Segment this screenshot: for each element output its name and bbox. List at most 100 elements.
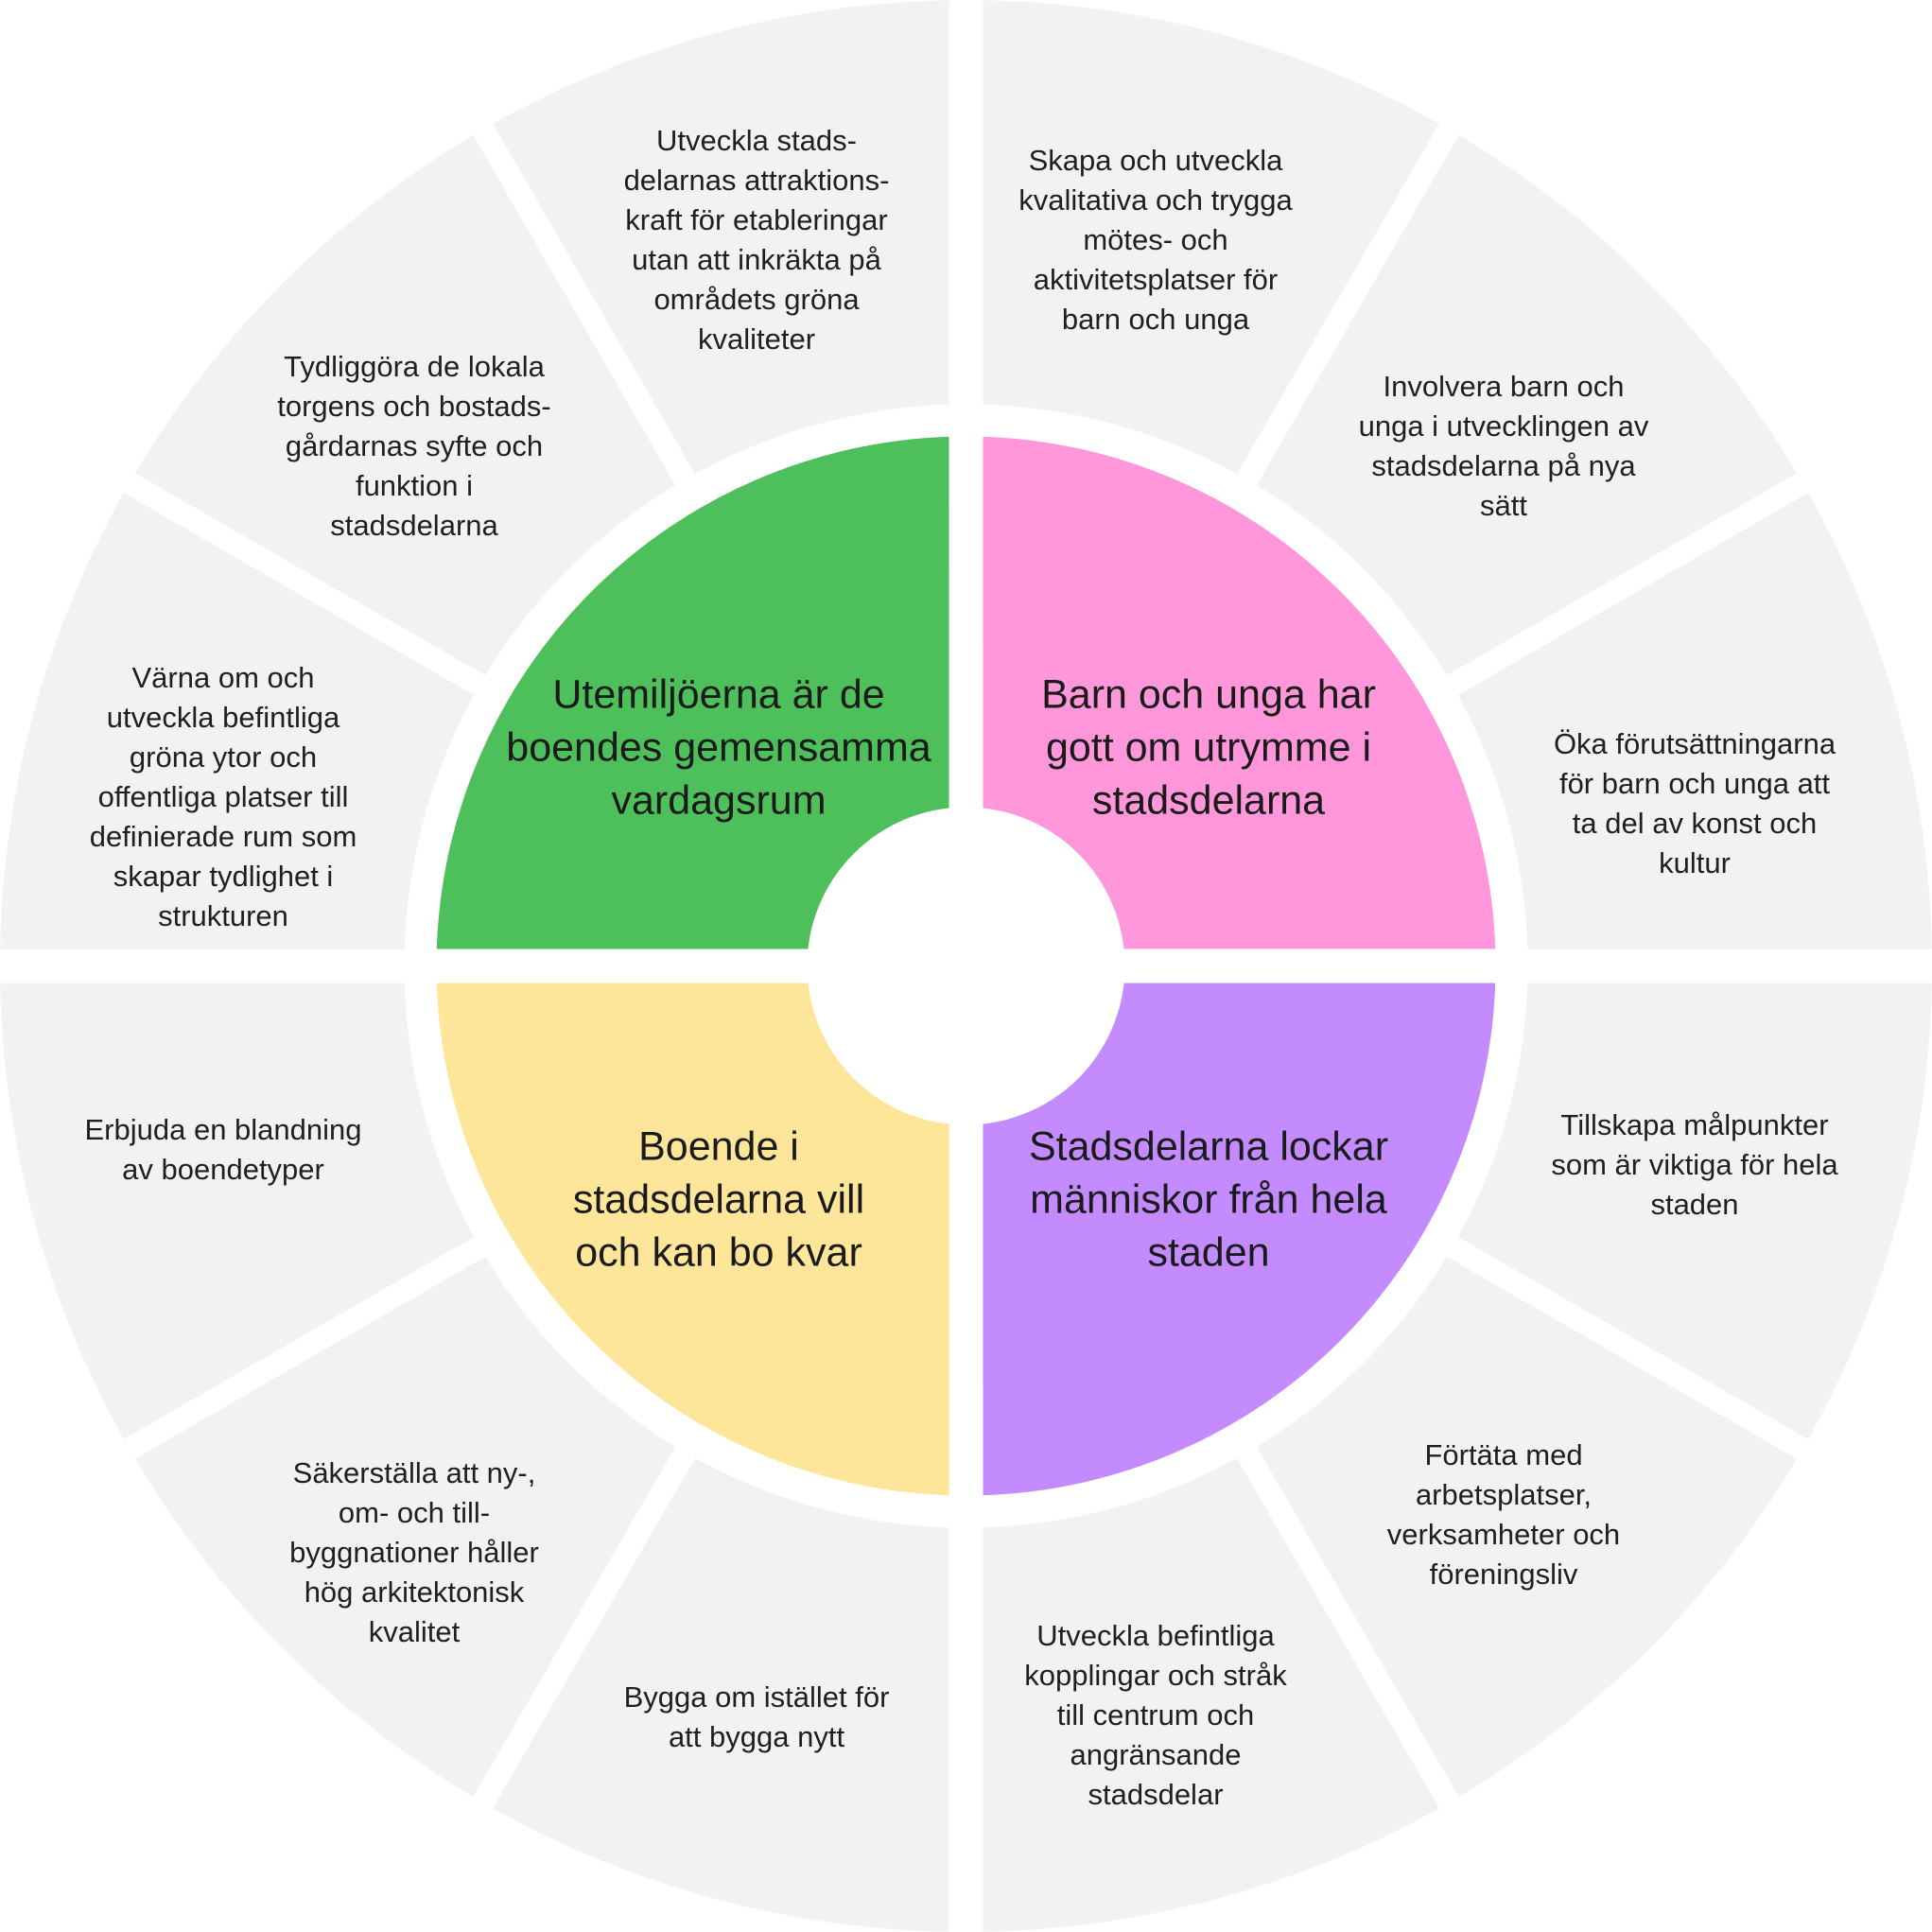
quadrant-title-top-left-line: Utemiljöerna är de xyxy=(552,671,884,717)
quadrant-top-left xyxy=(436,436,949,949)
goal-label-bottom-right-1-line: staden xyxy=(1650,1188,1738,1221)
goal-label-bottom-left-1: Bygga om istället för att bygga nytt xyxy=(624,1680,890,1753)
goal-label-top-right-2-line: unga i utvecklingen av xyxy=(1359,409,1649,443)
quadrant-title-bottom-left-line: och kan bo kvar xyxy=(575,1229,862,1275)
goal-label-top-left-3-line: kraft för etableringar xyxy=(625,203,887,236)
goal-label-bottom-left-2-line: Säkerställa att ny-, xyxy=(293,1456,536,1489)
quadrant-title-top-left-line: vardagsrum xyxy=(611,777,826,823)
outer-segment-top-left-1 xyxy=(0,493,475,955)
goal-label-top-left-3-line: delarnas attraktions- xyxy=(624,164,890,197)
goal-label-bottom-left-2-line: om- och till- xyxy=(339,1496,490,1529)
goal-label-bottom-right-3-line: Utveckla befintliga xyxy=(1036,1619,1275,1652)
goal-label-bottom-right-1: Tillskapa målpunkter som är viktiga för h… xyxy=(1551,1108,1838,1221)
outer-segment-top-right-1 xyxy=(977,0,1439,475)
goal-label-bottom-right-3: Utveckla befintliga kopplingar och stråk t… xyxy=(1024,1619,1287,1811)
goal-label-top-left-1-line: skapar tydlighet i xyxy=(113,860,334,893)
goal-label-bottom-right-3-line: angränsande xyxy=(1070,1738,1242,1771)
goal-label-top-left-2-line: funktion i xyxy=(356,469,473,502)
goal-label-top-left-2-line: stadsdelarna xyxy=(330,509,498,542)
quadrant-title-bottom-left-line: stadsdelarna vill xyxy=(573,1176,864,1222)
goal-label-top-left-3-line: kvaliteter xyxy=(698,322,815,356)
goal-label-bottom-right-2-line: verksamheter och xyxy=(1387,1518,1620,1551)
inner-ring xyxy=(436,436,1496,1496)
goal-label-top-right-1: Skapa och utveckla kvalitativa och trygga… xyxy=(1018,144,1293,336)
goal-label-top-left-2-line: torgens och bostads- xyxy=(277,390,551,423)
goal-label-top-right-3-line: för barn och unga att xyxy=(1559,767,1830,800)
goal-label-top-right-2-line: Involvera barn och xyxy=(1383,370,1624,403)
quadrant-title-top-right-line: stadsdelarna xyxy=(1092,777,1325,823)
goal-label-top-left-2-line: gårdarnas syfte och xyxy=(286,429,543,462)
goal-label-top-left-1-line: utveckla befintliga xyxy=(107,701,340,734)
goal-label-top-right-1-line: aktivitetsplatser för xyxy=(1034,263,1278,296)
outer-segment-bottom-right-3 xyxy=(977,1457,1439,1932)
vertical-divider xyxy=(949,0,983,1932)
goal-label-bottom-right-3-line: stadsdelar xyxy=(1088,1778,1223,1811)
goal-label-bottom-left-3-line: Erbjuda en blandning xyxy=(84,1113,361,1146)
goal-label-top-right-1-line: mötes- och xyxy=(1083,223,1227,256)
outer-segment-top-left-3 xyxy=(493,0,955,475)
outer-ring-labels: Värna om och utveckla befintliga gröna yto… xyxy=(84,124,1838,1811)
goal-label-top-right-3: Öka förutsättningarna för barn och unga a… xyxy=(1554,727,1836,879)
goal-label-bottom-left-2-line: hög arkitektonisk xyxy=(305,1575,525,1609)
goal-label-bottom-right-1-line: som är viktiga för hela xyxy=(1551,1148,1838,1181)
goal-label-top-left-1-line: strukturen xyxy=(158,899,288,932)
goal-label-top-right-1-line: kvalitativa och trygga xyxy=(1018,183,1293,217)
goal-label-top-right-3-line: Öka förutsättningarna xyxy=(1554,727,1836,760)
quadrant-title-top-right-line: gott om utrymme i xyxy=(1046,724,1371,770)
quadrant-title-top-left-line: boendes gemensamma xyxy=(506,724,931,770)
quadrant-title-bottom-right-line: staden xyxy=(1147,1229,1269,1275)
goal-label-bottom-right-3-line: till centrum och xyxy=(1057,1698,1254,1732)
quadrant-title-top-right-line: Barn och unga har xyxy=(1041,671,1376,717)
goal-label-top-right-2: Involvera barn och unga i utvecklingen av… xyxy=(1359,370,1649,522)
goal-label-top-left-3: Utveckla stads-delarnas attraktions-kraf… xyxy=(624,124,890,356)
goal-label-top-right-2-line: sätt xyxy=(1480,489,1527,522)
goal-label-bottom-right-1-line: Tillskapa målpunkter xyxy=(1560,1108,1828,1141)
goal-label-top-left-2-line: Tydliggöra de lokala xyxy=(284,350,545,383)
goal-label-top-left-3-line: områdets gröna xyxy=(653,283,860,316)
quadrant-top-right xyxy=(983,436,1496,949)
goal-label-bottom-left-1-line: Bygga om istället för xyxy=(624,1680,890,1714)
quadrant-title-top-right: Barn och unga har gott om utrymme i stadsd… xyxy=(1041,671,1376,823)
quadrant-title-top-left: Utemiljöerna är de boendes gemensamma vard… xyxy=(506,671,931,823)
goal-label-top-right-3-line: kultur xyxy=(1659,846,1731,879)
goal-label-bottom-right-2-line: Förtäta med xyxy=(1424,1438,1582,1471)
goal-label-bottom-right-2-line: föreningsliv xyxy=(1430,1558,1578,1591)
goal-label-top-left-3-line: utan att inkräkta på xyxy=(632,243,881,276)
goal-label-top-left-3-line: Utveckla stads- xyxy=(656,124,857,157)
goal-label-top-right-3-line: ta del av konst och xyxy=(1573,807,1818,840)
goal-label-top-right-1-line: Skapa och utveckla xyxy=(1029,144,1284,177)
goal-label-bottom-left-2: Säkerställa att ny-, om- och till-byggnat… xyxy=(289,1456,539,1648)
outer-segment-top-right-3 xyxy=(1457,493,1932,955)
goal-label-bottom-left-1-line: att bygga nytt xyxy=(669,1720,845,1753)
goal-label-top-left-1-line: gröna ytor och xyxy=(130,740,317,774)
goal-label-top-left-1: Värna om och utveckla befintliga gröna yto… xyxy=(90,661,357,932)
goal-label-top-right-2-line: stadsdelarna på nya xyxy=(1371,449,1636,482)
quadrant-bottom-right xyxy=(983,983,1496,1496)
goal-label-top-left-1-line: offentliga platser till xyxy=(98,780,349,813)
quadrant-title-bottom-left-line: Boende i xyxy=(638,1123,799,1169)
goal-label-bottom-right-2-line: arbetsplatser, xyxy=(1416,1478,1592,1511)
outer-segment-bottom-left-2 xyxy=(134,1256,676,1798)
goal-label-bottom-left-2-line: byggnationer håller xyxy=(289,1536,539,1569)
outer-segment-top-left-2 xyxy=(134,134,676,676)
goal-label-bottom-left-2-line: kvalitet xyxy=(369,1615,461,1648)
outer-segment-bottom-right-1 xyxy=(1457,977,1932,1439)
goal-label-top-right-1-line: barn och unga xyxy=(1062,303,1250,336)
goal-label-bottom-right-2: Förtäta med arbetsplatser, verksamheter oc… xyxy=(1387,1438,1620,1591)
goal-label-top-left-2: Tydliggöra de lokala torgens och bostads-… xyxy=(277,350,551,542)
quadrant-title-bottom-right-line: människor från hela xyxy=(1030,1176,1387,1222)
outer-segment-bottom-left-3 xyxy=(0,977,475,1439)
outer-segment-bottom-right-2 xyxy=(1256,1256,1798,1798)
quadrant-bottom-left xyxy=(436,983,949,1496)
quadrant-title-bottom-left: Boende i stadsdelarna vill och kan bo kvar xyxy=(573,1123,864,1275)
goal-label-bottom-right-3-line: kopplingar och stråk xyxy=(1024,1659,1287,1692)
outer-segment-bottom-left-1 xyxy=(493,1457,955,1932)
goal-label-bottom-left-3-line: av boendetyper xyxy=(122,1153,324,1186)
outer-segment-top-right-2 xyxy=(1256,134,1798,676)
inner-ring-labels: Utemiljöerna är de boendes gemensamma vard… xyxy=(506,671,1388,1275)
goal-label-bottom-left-3: Erbjuda en blandning av boendetyper xyxy=(84,1113,361,1186)
goal-label-top-left-1-line: Värna om och xyxy=(132,661,315,694)
